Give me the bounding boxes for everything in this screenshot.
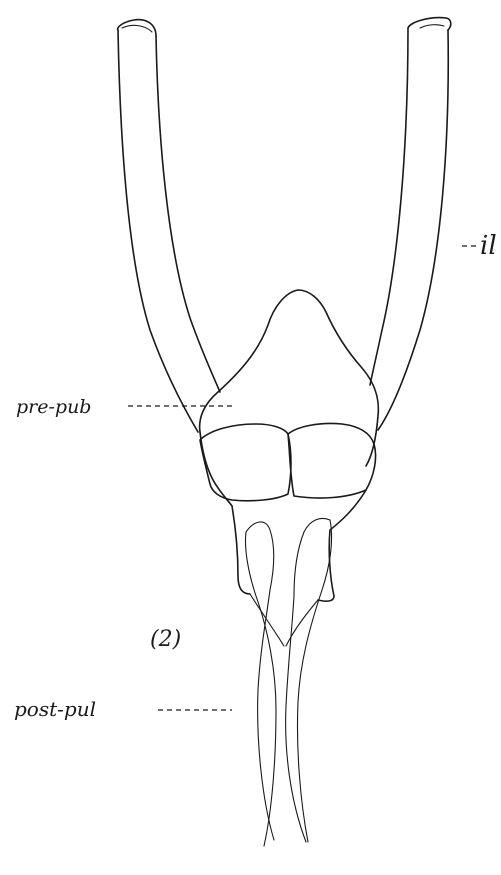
acetabular-blocks	[200, 423, 376, 500]
postpubic-rods	[245, 519, 331, 847]
postpubis-label: post-pul	[14, 697, 96, 721]
ilium-label: il	[480, 231, 497, 261]
prepubis-label: pre-pub	[16, 396, 91, 418]
figure-number-label: (2)	[150, 627, 181, 652]
prepubic-body	[200, 290, 379, 506]
left-ilium-bar	[118, 20, 220, 432]
right-ilium-bar	[370, 18, 451, 430]
